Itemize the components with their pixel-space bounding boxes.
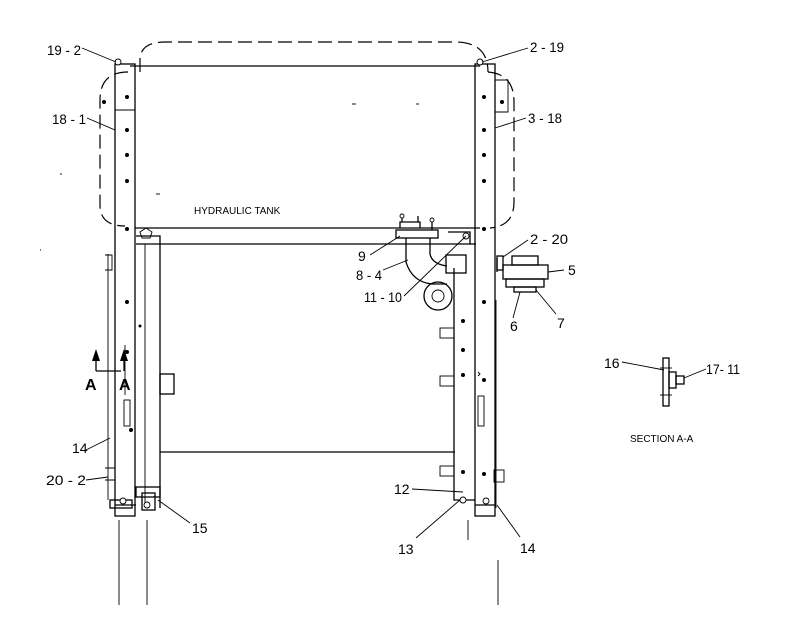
callout-11-10: 11 - 10 — [364, 289, 402, 305]
callout-5: 5 — [568, 262, 576, 278]
callout-6: 6 — [510, 318, 518, 334]
callout-labels: 19 - 2 2 - 19 18 - 1 3 - 18 2 - 20 5 9 8… — [46, 39, 740, 557]
section-mark-label: A — [119, 377, 131, 394]
section-a-a-detail: SECTION A-A — [621, 357, 707, 445]
callout-3-18: 3 - 18 — [528, 110, 562, 126]
isolation-mount — [496, 255, 549, 293]
section-mark-label: A — [85, 377, 97, 394]
scan-marks — [40, 103, 419, 251]
callout-16: 16 — [604, 355, 620, 371]
callout-19-2: 19 - 2 — [47, 42, 81, 58]
callout-7: 7 — [557, 315, 565, 331]
pipe-elbow-assembly — [395, 213, 471, 311]
leader-lines — [81, 47, 565, 539]
callout-8-4: 8 - 4 — [356, 267, 382, 283]
frame-mounting-holes — [102, 95, 504, 476]
callout-12: 12 — [394, 481, 410, 497]
callout-20-2: 20 - 2 — [46, 472, 86, 488]
callout-13: 13 — [398, 541, 414, 557]
callout-15: 15 — [192, 520, 208, 536]
hydraulic-tank-outline — [99, 41, 515, 245]
callout-9: 9 — [358, 248, 366, 264]
callout-14-left: 14 — [72, 440, 88, 456]
callout-2-19: 2 - 19 — [530, 39, 564, 55]
left-frame-upright — [105, 58, 175, 605]
section-a-a-title: SECTION A-A — [630, 434, 694, 445]
callout-18-1: 18 - 1 — [52, 111, 86, 127]
callout-2-20: 2 - 20 — [530, 231, 568, 247]
hydraulic-tank-label: HYDRAULIC TANK — [194, 206, 281, 217]
callout-14-right: 14 — [520, 540, 536, 556]
section-marker: A A — [85, 349, 131, 394]
callout-17-11: 17- 11 — [706, 361, 740, 377]
right-frame-upright — [439, 58, 509, 605]
